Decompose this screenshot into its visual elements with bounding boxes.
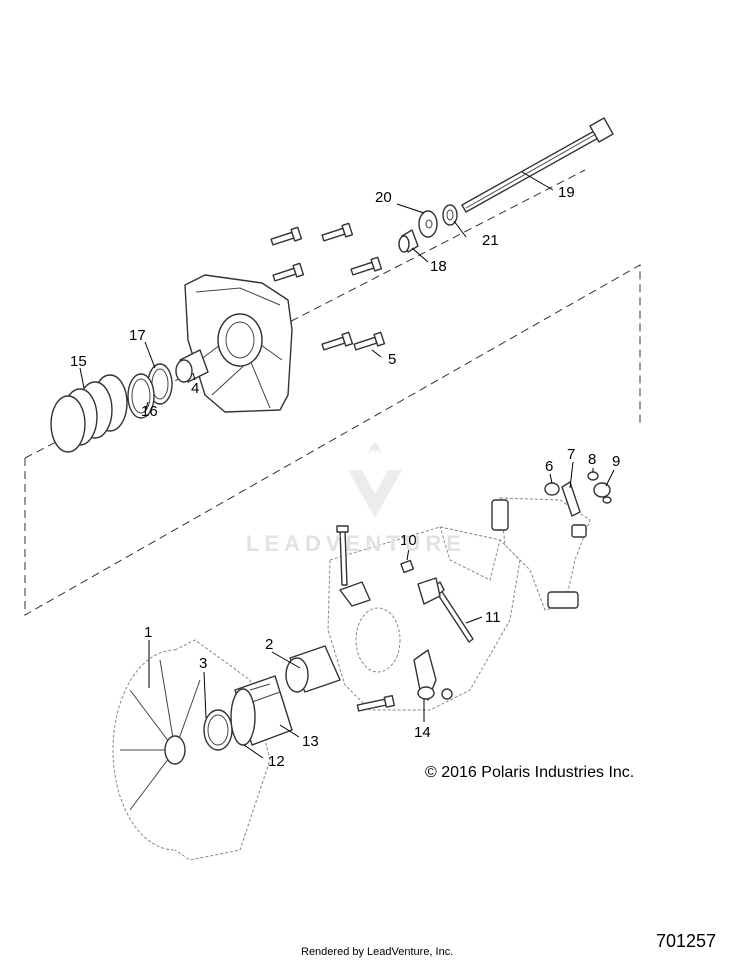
part-9-roller [593,482,612,504]
drawing-number: 701257 [656,931,717,951]
part-21-washer [442,204,458,226]
assembly-dashed-outline [24,264,641,616]
watermark-text: LEADVENTURE [246,531,467,556]
callout-9: 9 [612,453,620,470]
callout-4: 4 [191,380,199,397]
part-18-spacer [398,229,419,253]
callout-20: 20 [375,189,392,206]
part-4-bushing [175,349,209,383]
rendered-by-credit: Rendered by LeadVenture, Inc. [301,946,454,958]
callout-2: 2 [265,636,273,653]
part-16-ring [127,373,155,419]
part-7-roller-pin [561,481,581,517]
sheave-bolt-lower [356,694,395,712]
callout-19: 19 [558,184,575,201]
callout-18: 18 [430,258,447,275]
part-8-washer [587,471,599,481]
leader-lines [79,171,615,759]
clutch-cover-housing [184,274,293,413]
part-1-fixed-sheave [112,639,271,861]
part-6-roller [544,482,560,496]
callout-1: 1 [144,624,152,641]
part-10-nut [400,559,415,574]
callout-labels: 1 2 3 4 5 6 7 8 9 10 11 12 13 14 15 16 1… [70,184,620,770]
callout-3: 3 [199,655,207,672]
callout-17: 17 [129,327,146,344]
callout-15: 15 [70,353,87,370]
callout-6: 6 [545,458,553,475]
part-12-13-post-bushing [230,675,293,746]
callout-21: 21 [482,232,499,249]
part-2-bushing [285,645,341,693]
sheave-bolt-vertical [336,525,349,586]
part-15-spring [50,374,128,453]
moveable-sheave-plate [327,526,521,711]
watermark-logo [348,442,402,518]
callout-12: 12 [268,753,285,770]
callout-14: 14 [414,724,431,741]
spider-assembly [491,497,591,611]
callout-7: 7 [567,446,575,463]
callout-8: 8 [588,451,596,468]
part-19-shaft-bolt [461,117,614,213]
part-14-weights [339,577,453,701]
part-5-bolts [270,222,386,351]
copyright-notice: © 2016 Polaris Industries Inc. [425,764,635,781]
callout-5: 5 [388,351,396,368]
part-3-bushing-ring [203,709,233,751]
part-20-washer [418,210,438,238]
callout-10: 10 [400,532,417,549]
callout-13: 13 [302,733,319,750]
callout-16: 16 [141,403,158,420]
callout-11: 11 [485,609,501,626]
